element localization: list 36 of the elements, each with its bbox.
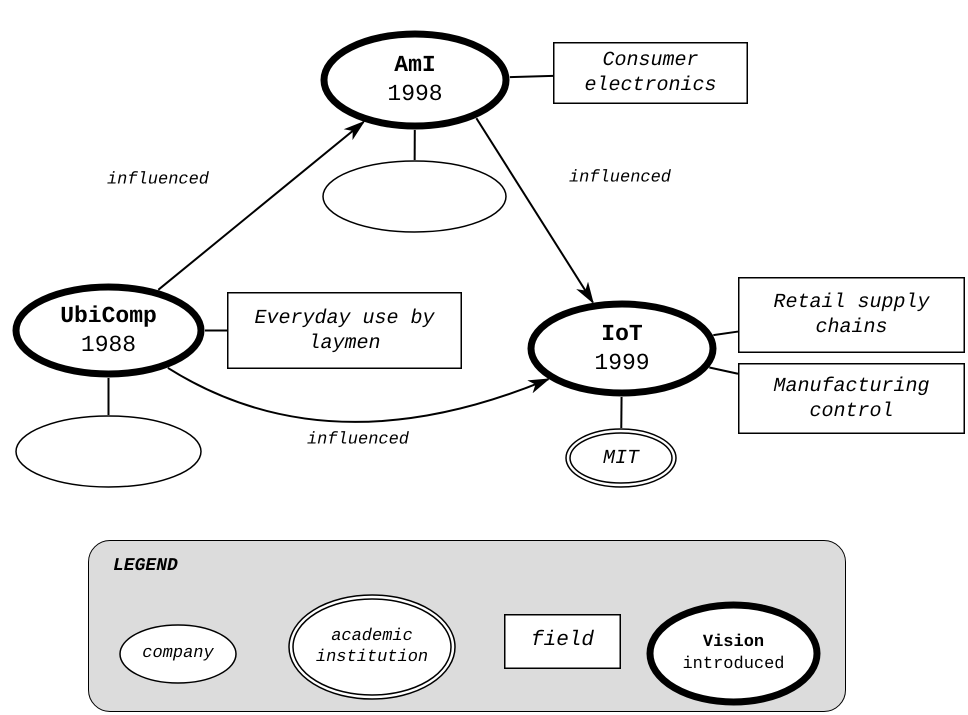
vision-year: 1999 xyxy=(593,348,651,378)
connector-line xyxy=(709,366,738,375)
vision-ellipse xyxy=(320,30,510,130)
vision-year: 1998 xyxy=(386,80,444,109)
legend-text: academic institution xyxy=(314,626,430,668)
connector-line xyxy=(414,130,416,160)
arrow xyxy=(158,120,366,291)
vision-year: 1988 xyxy=(80,330,138,360)
field-box xyxy=(738,363,965,434)
node-text: Manufacturing control xyxy=(772,374,931,424)
legend-text: field xyxy=(530,628,595,654)
node-text: Retail supply chains xyxy=(772,290,931,340)
vision-name: UbiComp xyxy=(59,302,158,330)
connector-line xyxy=(620,397,623,428)
connector-line xyxy=(510,74,554,78)
field-box xyxy=(227,292,462,369)
connector-line xyxy=(108,378,110,415)
vision-name: IoT xyxy=(600,320,644,348)
arrow xyxy=(476,118,594,304)
field-box xyxy=(553,42,748,104)
field-box xyxy=(738,277,965,353)
company-ellipse xyxy=(322,160,507,233)
node-text: Everyday use by laymen xyxy=(253,306,436,356)
vision-ellipse xyxy=(527,300,717,397)
legend-title: LEGEND xyxy=(113,557,178,575)
legend-text: Vision introduced xyxy=(681,632,786,675)
arrow xyxy=(167,367,550,423)
node-text: Consumer electronics xyxy=(583,48,718,98)
connector-line xyxy=(713,330,738,336)
node-text: MIT xyxy=(602,446,641,470)
connector-line xyxy=(205,330,227,332)
company-ellipse xyxy=(15,415,202,488)
vision-name: AmI xyxy=(393,51,437,80)
institution-ellipse xyxy=(565,428,677,488)
legend-text: company xyxy=(141,643,215,665)
vision-ellipse xyxy=(12,283,205,378)
